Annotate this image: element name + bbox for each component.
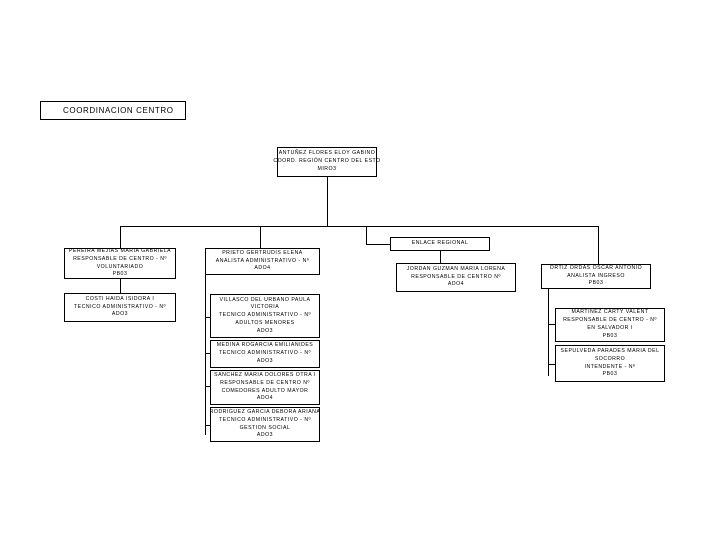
title-box: COORDINACION CENTRO [40, 101, 186, 120]
connector [327, 176, 328, 226]
node-l2: COSTI HAIDA ISIDORA I TECNICO ADMINISTRA… [64, 293, 176, 322]
connector [598, 226, 599, 264]
connector [548, 324, 555, 325]
connector [120, 279, 121, 293]
node-m2: VILLASCO DEL URBANO PAULA VICTORIA TECNI… [210, 294, 320, 338]
node-r2: MARTINEZ CARTY VALENT RESPONSABLE DE CEN… [555, 308, 665, 342]
diagram-title: COORDINACION CENTRO [63, 105, 174, 115]
connector [366, 244, 390, 245]
connector [548, 288, 549, 376]
node-enlace-regional: ENLACE REGIONAL [390, 237, 490, 251]
connector [260, 226, 261, 248]
connector [548, 364, 555, 365]
node-m3: MEDINA ROGARCIA EMILIANIDES TECNICO ADMI… [210, 340, 320, 368]
connector [205, 317, 210, 318]
node-m1: PRIETO GERTRUDIS ELENA ANALISTA ADMINIST… [205, 248, 320, 275]
node-l1: PEREIRA MEJIAS MARIA GABRIELA RESPONSABL… [64, 248, 176, 279]
connector [120, 226, 598, 227]
connector [205, 265, 206, 435]
node-c1: JORDAN GUZMAN MARIA LORENA RESPONSABLE D… [396, 263, 516, 292]
connector [205, 425, 210, 426]
connector [205, 386, 210, 387]
node-head: ANTUÑEZ FLORES ELOY GABINO COORD. REGIÓN… [273, 147, 380, 177]
node-r1: ORTIZ ORDAS OSCAR ANTONIO ANALISTA INGRE… [541, 264, 651, 289]
node-r3: SEPULVEDA PARADES MARIA DEL SOCORRO INTE… [555, 345, 665, 382]
node-m4: SANCHEZ MARIA DOLORES OTRA I RESPONSABLE… [210, 370, 320, 405]
connector [366, 226, 367, 244]
node-m5: RODRIGUEZ GARCIA DEBORA ARIANA TECNICO A… [210, 407, 320, 442]
connector [120, 226, 121, 248]
connector [205, 353, 210, 354]
connector [440, 251, 441, 263]
